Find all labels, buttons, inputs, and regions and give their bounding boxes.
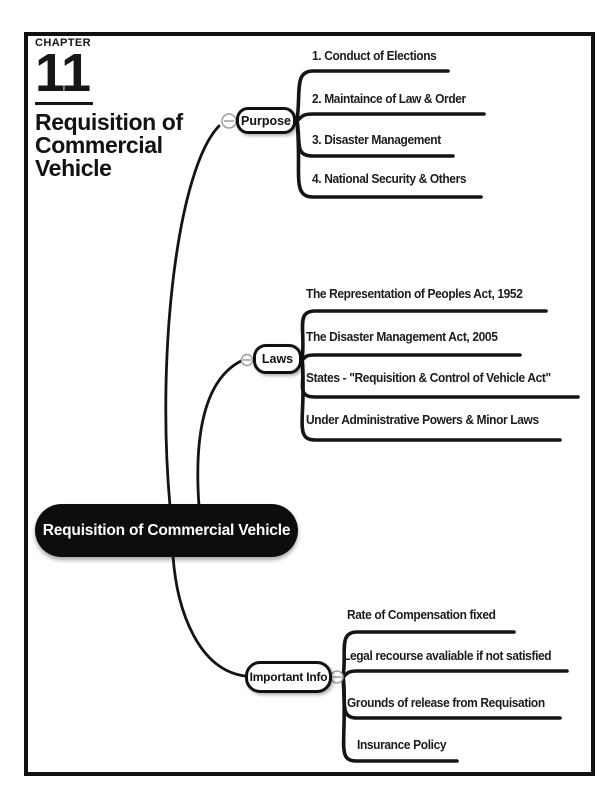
topic-purpose-child-1[interactable]: 1. Conduct of Elections (312, 48, 437, 63)
topic-laws-child-1[interactable]: The Representation of Peoples Act, 1952 (306, 286, 523, 301)
branch-node-laws[interactable]: Laws (253, 344, 302, 374)
chapter-underline (35, 101, 93, 106)
child-connector-laws-4 (300, 358, 562, 442)
chapter-number: 11 (35, 43, 91, 103)
chapter-label: CHAPTER (35, 37, 91, 49)
child-connector-laws-1 (300, 309, 548, 362)
topic-purpose-child-4[interactable]: 4. National Security & Others (312, 171, 467, 186)
branch-curve-important-info (171, 554, 247, 678)
child-connector-important-2 (341, 669, 569, 679)
chapter-title: Requisition of Commercial Vehicle (35, 109, 183, 182)
central-topic[interactable]: Requisition of Commercial Vehicle (35, 504, 298, 557)
child-connector-purpose-2 (295, 112, 486, 123)
branch-curve-laws (196, 359, 243, 508)
collapse-icon-purpose[interactable] (221, 113, 237, 129)
topic-purpose-child-2[interactable]: 2. Maintaince of Law & Order (312, 91, 466, 106)
child-connector-laws-2 (300, 353, 522, 362)
branch-node-purpose[interactable]: Purpose (236, 107, 296, 134)
chapter-header: CHAPTER 11 Requisition of Commercial Veh… (35, 37, 225, 180)
collapse-icon-important-info[interactable] (330, 670, 344, 684)
collapse-icon-laws[interactable] (240, 353, 254, 367)
branch-curve-purpose (164, 124, 221, 508)
topic-important-child-3[interactable]: Grounds of release from Requisation (347, 695, 545, 710)
child-connector-important-1 (341, 630, 516, 679)
topic-laws-child-2[interactable]: The Disaster Management Act, 2005 (306, 329, 498, 344)
child-connector-purpose-1 (295, 69, 450, 123)
topic-important-child-4[interactable]: Insurance Policy (357, 737, 447, 752)
branch-node-important-info[interactable]: Important Info (245, 661, 332, 693)
child-connector-purpose-4 (295, 119, 483, 199)
topic-laws-child-4[interactable]: Under Administrative Powers & Minor Laws (306, 412, 539, 427)
topic-laws-child-3[interactable]: States - "Requisition & Control of Vehic… (306, 370, 551, 385)
child-connector-important-4 (341, 675, 459, 763)
page-border-frame (24, 32, 595, 776)
topic-important-child-2[interactable]: Legal recourse avaliable if not satisfie… (343, 648, 552, 663)
topic-important-child-1[interactable]: Rate of Compensation fixed (347, 607, 496, 622)
topic-purpose-child-3[interactable]: 3. Disaster Management (312, 132, 441, 147)
